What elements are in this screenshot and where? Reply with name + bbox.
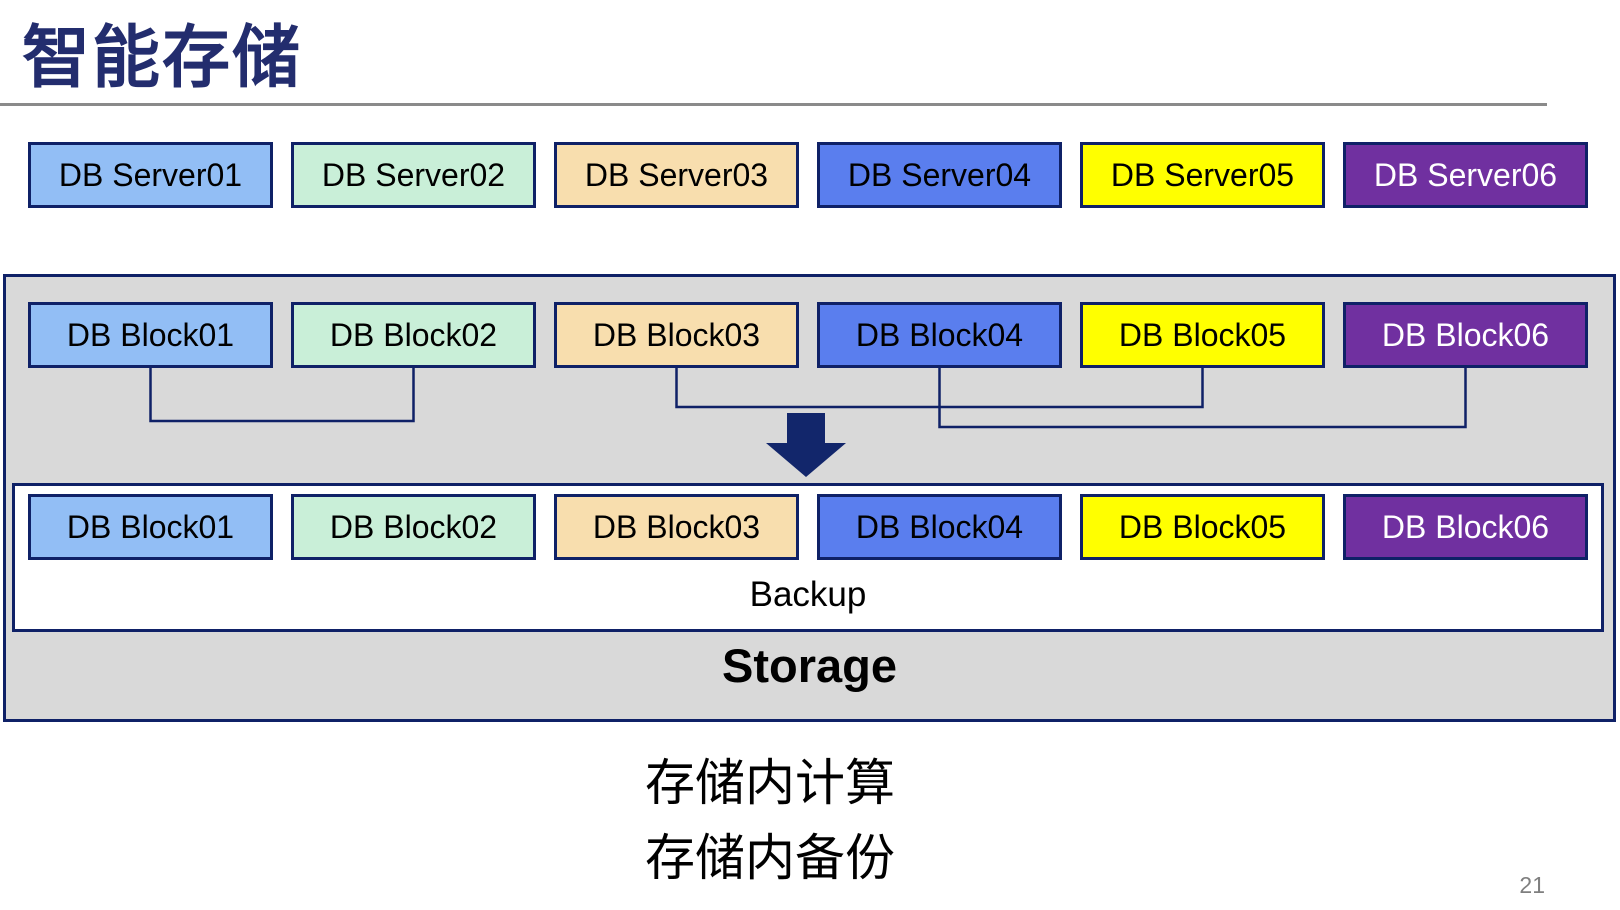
db-block-bottom-01: DB Block01 bbox=[28, 494, 273, 560]
db-block-top-02: DB Block02 bbox=[291, 302, 536, 368]
caption: 存储内计算 存储内备份 bbox=[645, 746, 895, 896]
db-block-top-05: DB Block05 bbox=[1080, 302, 1325, 368]
db-block-bottom-05: DB Block05 bbox=[1080, 494, 1325, 560]
caption-line-2: 存储内备份 bbox=[645, 830, 895, 886]
db-server-01: DB Server01 bbox=[28, 142, 273, 208]
storage-label: Storage bbox=[722, 639, 897, 692]
caption-line-1: 存储内计算 bbox=[645, 755, 895, 811]
db-server-06: DB Server06 bbox=[1343, 142, 1588, 208]
db-block-top-03: DB Block03 bbox=[554, 302, 799, 368]
backup-panel bbox=[12, 483, 1604, 632]
backup-label: Backup bbox=[749, 575, 867, 614]
db-block-top-04: DB Block04 bbox=[817, 302, 1062, 368]
db-server-03: DB Server03 bbox=[554, 142, 799, 208]
db-block-bottom-03: DB Block03 bbox=[554, 494, 799, 560]
db-block-bottom-04: DB Block04 bbox=[817, 494, 1062, 560]
page-title: 智能存储 bbox=[22, 20, 303, 96]
page-number: 21 bbox=[1519, 872, 1545, 898]
db-server-04: DB Server04 bbox=[817, 142, 1062, 208]
db-server-02: DB Server02 bbox=[291, 142, 536, 208]
db-server-05: DB Server05 bbox=[1080, 142, 1325, 208]
db-block-bottom-02: DB Block02 bbox=[291, 494, 536, 560]
db-block-top-06: DB Block06 bbox=[1343, 302, 1588, 368]
title-underline bbox=[0, 103, 1547, 106]
db-block-top-01: DB Block01 bbox=[28, 302, 273, 368]
db-block-bottom-06: DB Block06 bbox=[1343, 494, 1588, 560]
